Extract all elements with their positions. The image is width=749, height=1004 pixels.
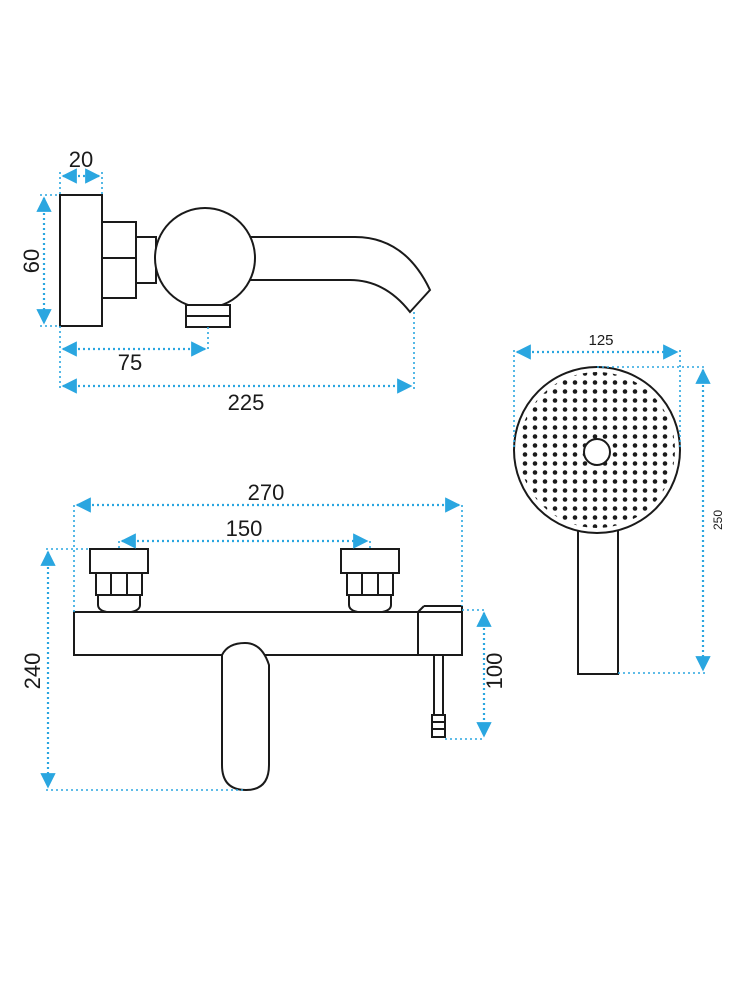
spout bbox=[244, 236, 432, 314]
left-nut bbox=[95, 572, 143, 596]
inlet-spacing-label: 150 bbox=[226, 516, 263, 541]
length-label: 250 bbox=[711, 510, 725, 530]
front-view: 270 150 240 100 bbox=[20, 480, 507, 792]
neck bbox=[135, 236, 157, 284]
wall-flange bbox=[59, 194, 103, 327]
total-height-label: 240 bbox=[20, 653, 45, 690]
projection-label: 225 bbox=[228, 390, 265, 415]
left-flange bbox=[89, 548, 149, 574]
connector-nut bbox=[101, 221, 137, 299]
hand-shower: 125 250 bbox=[513, 332, 725, 675]
diameter-label: 125 bbox=[588, 332, 613, 349]
shower-handle bbox=[577, 509, 619, 675]
lever-height-label: 100 bbox=[482, 653, 507, 690]
mixer-body bbox=[154, 207, 256, 309]
side-view: 20 60 75 225 bbox=[19, 147, 432, 415]
mixer-bar bbox=[73, 611, 463, 656]
depth-label: 20 bbox=[69, 147, 93, 172]
right-flange bbox=[340, 548, 400, 574]
height-label: 60 bbox=[19, 249, 44, 273]
front-spout bbox=[221, 641, 270, 792]
overall-width-label: 270 bbox=[248, 480, 285, 505]
center-button bbox=[583, 438, 611, 466]
outlet-offset-label: 75 bbox=[118, 350, 142, 375]
right-nut bbox=[346, 572, 394, 596]
